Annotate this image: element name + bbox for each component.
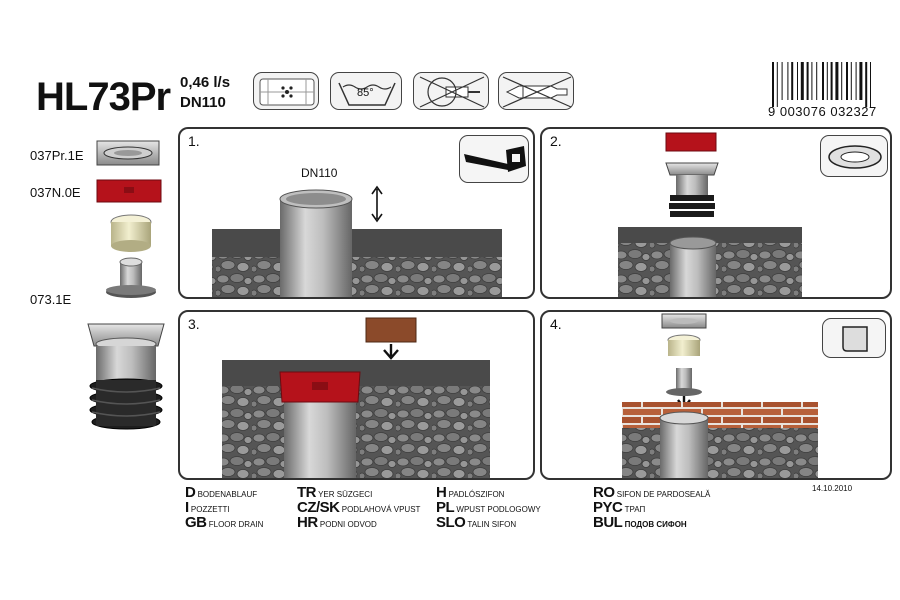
part-code-2: 037N.0E (30, 185, 81, 200)
lang-slo: SLO TALIN SIFON (436, 514, 517, 531)
barcode-bar (826, 62, 828, 100)
no-dishwasher-icon (413, 72, 489, 110)
grate-part (96, 140, 160, 166)
barcode-bar (859, 62, 863, 100)
diameter-spec: DN110 (180, 94, 226, 111)
siphon-part (106, 214, 156, 298)
saw-icon (459, 135, 529, 183)
barcode-number: 9 003076 032327 (768, 104, 877, 119)
lang-hr: HR PODNI ODVOD (297, 514, 377, 531)
lang-tr: TR YER SÜZGECI (297, 484, 373, 501)
barcode-bar (865, 62, 868, 107)
barcode-bar (870, 62, 871, 107)
lang-gb: GB FLOOR DRAIN (185, 514, 264, 531)
barcode-bar (822, 62, 824, 100)
red-cover-part (96, 179, 162, 203)
step-number: 3. (188, 316, 200, 332)
barcode-bar (850, 62, 852, 100)
step-panel-4: 4. (540, 310, 892, 480)
barcode-bar (791, 62, 794, 100)
step-panel-2: 2. (540, 127, 892, 299)
barcode-bar (835, 62, 839, 100)
barcode-bar (772, 62, 774, 107)
temperature-85-icon: 85° (330, 72, 402, 110)
flow-rate: 0,46 l/s (180, 74, 231, 91)
barcode-bar (781, 62, 783, 100)
model-title: HL73Pr (36, 75, 171, 119)
step-panel-3: 3. (178, 310, 535, 480)
barcode-bar (830, 62, 833, 100)
barcode (772, 62, 871, 107)
no-adhesive-icon (498, 72, 574, 110)
part-code-3: 073.1E (30, 292, 72, 307)
step-panel-1: 1. DN110 (178, 127, 535, 299)
lang-pl: PL WPUST PODLOGOWY (436, 499, 541, 516)
document-date: 14.10.2010 (812, 484, 853, 493)
step-number: 1. (188, 133, 200, 149)
grate-icon (253, 72, 319, 110)
barcode-bar (800, 62, 804, 100)
lang-bul: BUL ПОДОВ СИФОН (593, 514, 687, 531)
pipe-diameter-label: DN110 (301, 166, 338, 180)
part-code-1: 037Pr.1E (30, 148, 84, 163)
lang-cz-sk: CZ/SK PODLAHOVÁ VPUST (297, 499, 421, 516)
barcode-bar (797, 62, 798, 100)
barcode-bar (846, 62, 848, 100)
lang-h: H PADLÓSZIFON (436, 484, 505, 501)
barcode-bar (855, 62, 857, 100)
barcode-bar (806, 62, 809, 100)
step-number: 2. (550, 133, 562, 149)
barcode-bar (816, 62, 818, 100)
barcode-bar (776, 62, 778, 107)
drain-body-part (87, 323, 165, 430)
lang-i: I POZZETTI (185, 499, 230, 516)
step-number: 4. (550, 316, 562, 332)
temperature-label: 85° (357, 87, 374, 99)
lang-pyc: PYC ТРАП (593, 499, 646, 516)
tile-icon (822, 318, 886, 358)
lang-ro: RO SIFON DE PARDOSEALĂ (593, 484, 711, 501)
lang-d: D BODENABLAUF (185, 484, 258, 501)
barcode-bar (811, 62, 813, 100)
barcode-bar (787, 62, 789, 100)
flange-ring-icon (820, 135, 888, 177)
barcode-bar (841, 62, 843, 100)
